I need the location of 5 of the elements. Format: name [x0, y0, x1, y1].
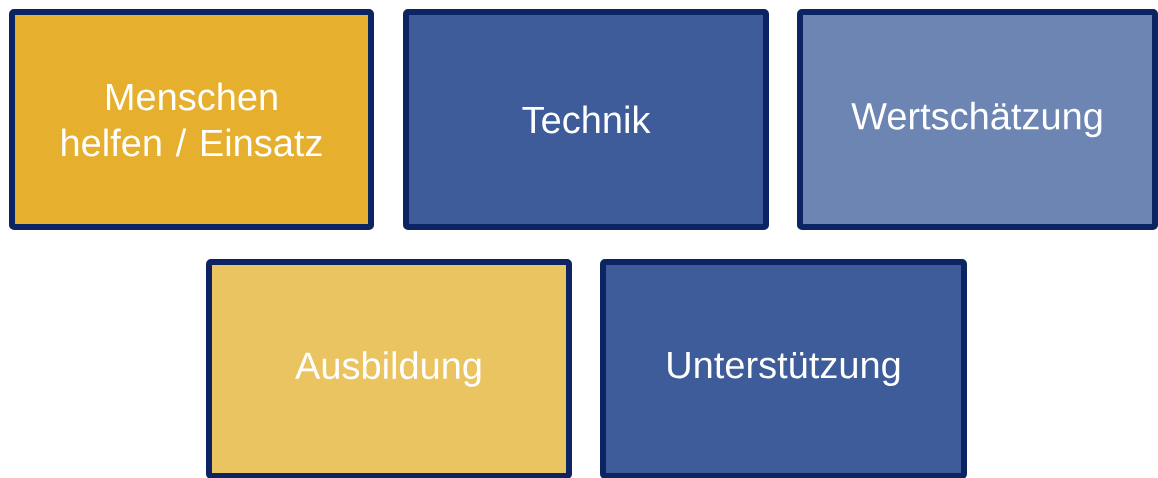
text-box: Unterstützung	[600, 259, 967, 478]
text-box: Menschen helfen / Einsatz	[9, 9, 374, 230]
text-box: Ausbildung	[206, 259, 572, 478]
text-box: Technik	[403, 9, 769, 230]
text-box: Wertschätzung	[797, 9, 1158, 230]
